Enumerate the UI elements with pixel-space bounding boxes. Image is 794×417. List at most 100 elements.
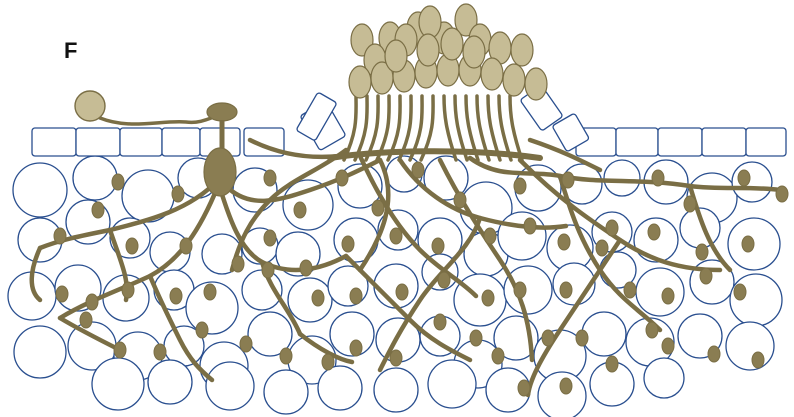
haustorium	[336, 170, 348, 186]
uredospore	[441, 28, 463, 60]
uredospore-pustule	[349, 4, 547, 100]
haustorium	[514, 178, 526, 194]
haustorium	[624, 282, 636, 298]
uredospore	[503, 64, 525, 96]
haustorium	[300, 260, 312, 276]
epidermis-cell	[162, 128, 200, 156]
sporophore-stalk	[510, 96, 522, 160]
haustorium	[454, 192, 466, 208]
haustorium	[294, 202, 306, 218]
mesophyll-cell	[318, 366, 362, 410]
haustorium	[434, 314, 446, 330]
haustorium	[708, 346, 720, 362]
uredospore	[525, 68, 547, 100]
mesophyll-cell	[636, 268, 684, 316]
haustorium	[752, 352, 764, 368]
haustorium	[396, 284, 408, 300]
haustorium	[492, 348, 504, 364]
haustorium	[262, 262, 274, 278]
mesophyll-cell	[374, 264, 418, 308]
haustorium	[114, 342, 126, 358]
haustorium	[576, 330, 588, 346]
haustorium	[684, 196, 696, 212]
epidermis-cell	[616, 128, 658, 156]
mesophyll-cell	[732, 162, 772, 202]
haustorium	[280, 348, 292, 364]
mesophyll-cell	[644, 358, 684, 398]
uredospore	[511, 34, 533, 66]
epidermis-cell	[76, 128, 120, 156]
haustorium	[606, 356, 618, 372]
haustorium	[524, 218, 536, 234]
haustorium	[518, 380, 530, 396]
mesophyll-cell	[538, 372, 586, 417]
haustorium	[112, 174, 124, 190]
haustorium	[562, 172, 574, 188]
haustorium	[484, 228, 496, 244]
mesophyll-cell	[428, 360, 476, 408]
haustorium	[122, 282, 134, 298]
haustorium	[154, 344, 166, 360]
haustorium	[240, 336, 252, 352]
uredospore	[349, 66, 371, 98]
haustorium	[264, 230, 276, 246]
haustorium	[606, 220, 618, 236]
haustorium	[56, 286, 68, 302]
haustorium	[92, 202, 104, 218]
haustorium	[372, 200, 384, 216]
uredospore	[481, 58, 503, 90]
haustorium	[662, 288, 674, 304]
haustorium	[646, 322, 658, 338]
mesophyll-cell	[264, 370, 308, 414]
haustorium	[514, 282, 526, 298]
haustorium	[204, 284, 216, 300]
haustorium	[596, 240, 608, 256]
germ-tube	[100, 114, 222, 124]
mesophyll-cell	[14, 326, 66, 378]
haustorium	[196, 322, 208, 338]
haustorium	[700, 268, 712, 284]
haustorium	[350, 288, 362, 304]
haustorium	[776, 186, 788, 202]
mesophyll-cell	[92, 358, 144, 410]
haustorium	[312, 290, 324, 306]
haustorium	[232, 256, 244, 272]
uredospore	[419, 6, 441, 38]
germinating-spore	[75, 91, 105, 121]
haustorium	[86, 294, 98, 310]
haustorium	[662, 338, 674, 354]
mesophyll-cell	[148, 360, 192, 404]
haustorium	[438, 272, 450, 288]
haustorium	[734, 284, 746, 300]
haustorium	[738, 170, 750, 186]
haustorium	[390, 350, 402, 366]
mesophyll-cell	[73, 156, 117, 200]
haustorium	[350, 340, 362, 356]
haustorium	[560, 378, 572, 394]
mesophyll-cell	[374, 368, 418, 412]
haustorium	[412, 162, 424, 178]
mesophyll-cell	[604, 160, 640, 196]
epidermis-cell	[32, 128, 76, 156]
haustorium	[390, 228, 402, 244]
haustorium	[342, 236, 354, 252]
uredospore	[385, 40, 407, 72]
haustorium	[322, 354, 334, 370]
mesophyll-cell	[283, 180, 333, 230]
sporophores	[330, 96, 540, 160]
mesophyll-cell	[498, 212, 546, 260]
haustorium	[560, 282, 572, 298]
haustorium	[482, 290, 494, 306]
mesophyll-cell	[582, 312, 626, 356]
epidermis-cell	[702, 128, 746, 156]
haustorium	[542, 330, 554, 346]
haustorium	[180, 238, 192, 254]
haustorium	[558, 234, 570, 250]
haustorium	[742, 236, 754, 252]
uredospore	[463, 36, 485, 68]
haustorium	[696, 244, 708, 260]
infection-vesicle	[204, 148, 236, 196]
epidermis-cell	[658, 128, 702, 156]
haustorium	[172, 186, 184, 202]
